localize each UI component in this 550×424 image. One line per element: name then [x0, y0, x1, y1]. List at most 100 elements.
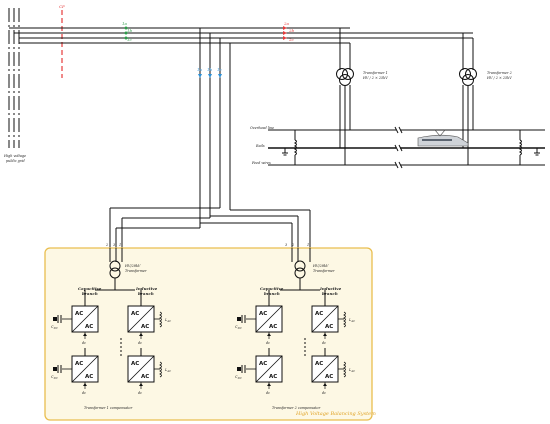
dc-arrow-head	[323, 333, 327, 336]
hvbs-tr2-sub: Transformer	[313, 269, 335, 273]
green-phase-1: 1a	[122, 21, 128, 26]
converter-cap-4: AC AC dc CDC	[235, 348, 283, 395]
dc-arrow-head	[267, 383, 271, 386]
pin-1-left: 1	[119, 243, 121, 247]
converter-ac-top: AC	[75, 311, 83, 317]
cp-label: CP	[59, 4, 65, 9]
blue-phase-3: 1c	[217, 67, 223, 72]
dc-arrow-head	[83, 333, 87, 336]
cap-branch-label-1: Capacitive	[78, 286, 102, 291]
cdc-label: CDC	[235, 375, 242, 380]
blue-phase-1: 1a	[197, 67, 203, 72]
cdc-label: CDC	[51, 375, 58, 380]
converter-ac-top: AC	[131, 311, 139, 317]
converter-ac-bottom: AC	[85, 374, 93, 380]
hvbs-tr1-sub: Transformer	[125, 269, 147, 273]
lac-label: LAC	[348, 368, 355, 373]
converter-diagonal	[127, 355, 155, 383]
pin-3-right: 3	[285, 243, 287, 247]
pin-2-left: 2	[105, 243, 108, 247]
converter-diagonal	[255, 355, 283, 383]
converter-diagonal	[71, 355, 99, 383]
converter-ac-top: AC	[75, 361, 83, 367]
red-phase-2: 2b	[288, 28, 295, 33]
converter-ac-bottom: AC	[269, 324, 277, 330]
dc-label: dc	[322, 341, 326, 345]
transformer-2-symbol	[459, 68, 477, 165]
hvbs-transformer-1	[95, 248, 135, 291]
cdc-label: CDC	[235, 325, 242, 330]
transformer-1-ratio: HV / 2 × 25kV	[362, 76, 388, 80]
hvbs-transformer-2	[280, 248, 320, 291]
pin-1-right: 1	[307, 243, 309, 247]
dc-arrow-head	[267, 333, 271, 336]
converter-modules: ACACdcCDCACACdcLACACACdcCDCACACdcLACACAC…	[51, 290, 355, 395]
transformer-2-label: Transformer 2	[487, 71, 512, 75]
dc-label: dc	[266, 391, 270, 395]
dc-arrow-head	[139, 383, 143, 386]
converter-ac-bottom: AC	[325, 324, 333, 330]
ind-branch-sub-2: branch	[322, 291, 338, 296]
hvbs-panel	[44, 247, 373, 421]
blue-phase-2: 1b	[207, 67, 213, 72]
capacitor-icon	[53, 367, 57, 371]
ind-branch-label-1: Inductive	[135, 286, 158, 291]
transformer-1-label: Transformer 1	[363, 71, 388, 75]
converter-diagonal	[255, 305, 283, 333]
hvbs-feeders	[109, 207, 311, 248]
dc-label: dc	[82, 391, 86, 395]
lac-label: LAC	[164, 368, 171, 373]
converter-ac-top: AC	[131, 361, 139, 367]
pin-2-right: 2	[291, 243, 294, 247]
compensator-2-label: Transformer 2 compensator	[272, 406, 321, 410]
lac-label: LAC	[164, 318, 171, 323]
cdc-label: CDC	[51, 325, 58, 330]
lac-label: LAC	[348, 318, 355, 323]
feed-wires-label: Feed wires	[251, 161, 271, 165]
grid-label-1: High voltage	[3, 154, 26, 158]
blue-phase-markers: 1a 1b 1c	[197, 67, 223, 78]
converter-ac-bottom: AC	[141, 374, 149, 380]
hv-bus	[9, 27, 474, 228]
pin-3-left: 3	[113, 243, 115, 247]
converter-ac-top: AC	[259, 311, 267, 317]
converter-cap-2: AC AC dc CDC	[51, 348, 99, 395]
ind-branch-sub-1: branch	[138, 291, 154, 296]
cap-branch-sub-1: branch	[82, 291, 98, 296]
converter-ac-bottom: AC	[269, 374, 277, 380]
converter-ac-bottom: AC	[85, 324, 93, 330]
red-phase-3: 2c	[288, 37, 295, 42]
red-phase-1: 2a	[283, 21, 290, 26]
converter-ac-top: AC	[259, 361, 267, 367]
hvbs-tr2-label: HV/28kV	[312, 264, 329, 268]
dc-arrow-head	[83, 383, 87, 386]
compensator-1-label: Transformer 1 compensator	[84, 406, 133, 410]
inductor-icon	[343, 361, 346, 378]
hvbs-title: High Voltage Balancing System	[295, 411, 376, 417]
dc-arrow-head	[139, 333, 143, 336]
inductor-icon	[159, 361, 162, 378]
green-phase-2: 1b	[127, 28, 133, 33]
capacitor-icon	[237, 367, 241, 371]
hvbs-tr1-label: HV/28kV	[124, 264, 141, 268]
converter-diagonal	[311, 355, 339, 383]
converter-diagonal	[127, 305, 155, 333]
cap-branch-label-2: Capacitive	[260, 286, 284, 291]
converter-diagonal	[71, 305, 99, 333]
converter-ac-bottom: AC	[325, 374, 333, 380]
red-phase-markers: 2a 2b 2c	[283, 21, 295, 42]
overhead-line-label: Overhead line	[250, 126, 274, 130]
converter-cap-3: AC AC dc CDC	[235, 298, 283, 345]
green-phase-3: 1c	[127, 37, 133, 42]
converter-diagonal	[311, 305, 339, 333]
cap-branch-sub-2: branch	[264, 291, 280, 296]
transformer-2-ratio: HV / 2 × 25kV	[486, 76, 512, 80]
dc-label: dc	[266, 341, 270, 345]
converter-ac-bottom: AC	[141, 324, 149, 330]
green-phase-markers: 1a 1b 1c	[122, 21, 133, 42]
